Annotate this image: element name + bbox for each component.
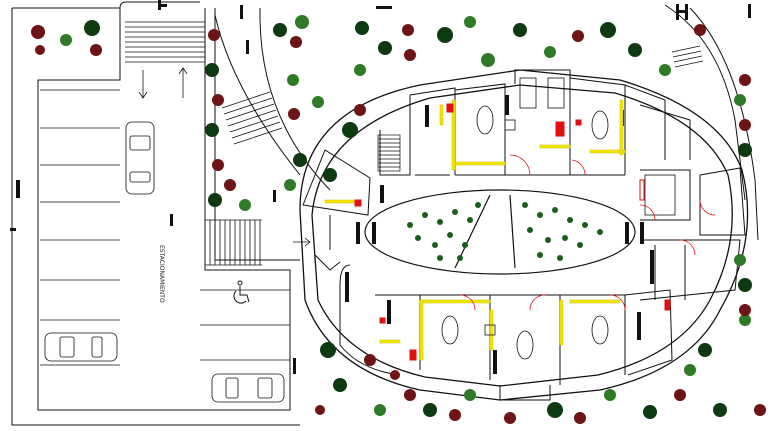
courtyard-planting [407,202,603,261]
reception-wedge [302,149,371,271]
car [44,332,118,362]
column-marks [10,4,751,374]
shrubs-red [31,24,766,424]
interior-stairs [377,134,401,172]
entrance-stairs-bottom [204,219,262,266]
desks [441,77,676,360]
accessible-parking-icon [233,280,250,304]
office-furniture [324,99,626,361]
one-way-arrow-icon [138,67,188,99]
h-marker-icon [676,4,688,20]
entrance-ramp [221,91,283,145]
car [125,121,155,195]
offices-right [639,167,746,301]
trees-light [60,15,751,416]
parking-stalls [40,89,290,366]
side-stairs-right [671,45,704,68]
offices-top [379,69,691,176]
north-arrow-icon [158,0,167,10]
site-boundary [11,1,759,426]
central-courtyard [364,189,636,275]
car [211,373,285,403]
door-accents [354,103,716,361]
entrance-stairs-top [125,21,205,63]
parking-label: ESTACIONAMIENTO [158,245,165,303]
offices-bottom [339,264,673,401]
building-walls [299,69,749,401]
trees-dark [84,20,752,419]
